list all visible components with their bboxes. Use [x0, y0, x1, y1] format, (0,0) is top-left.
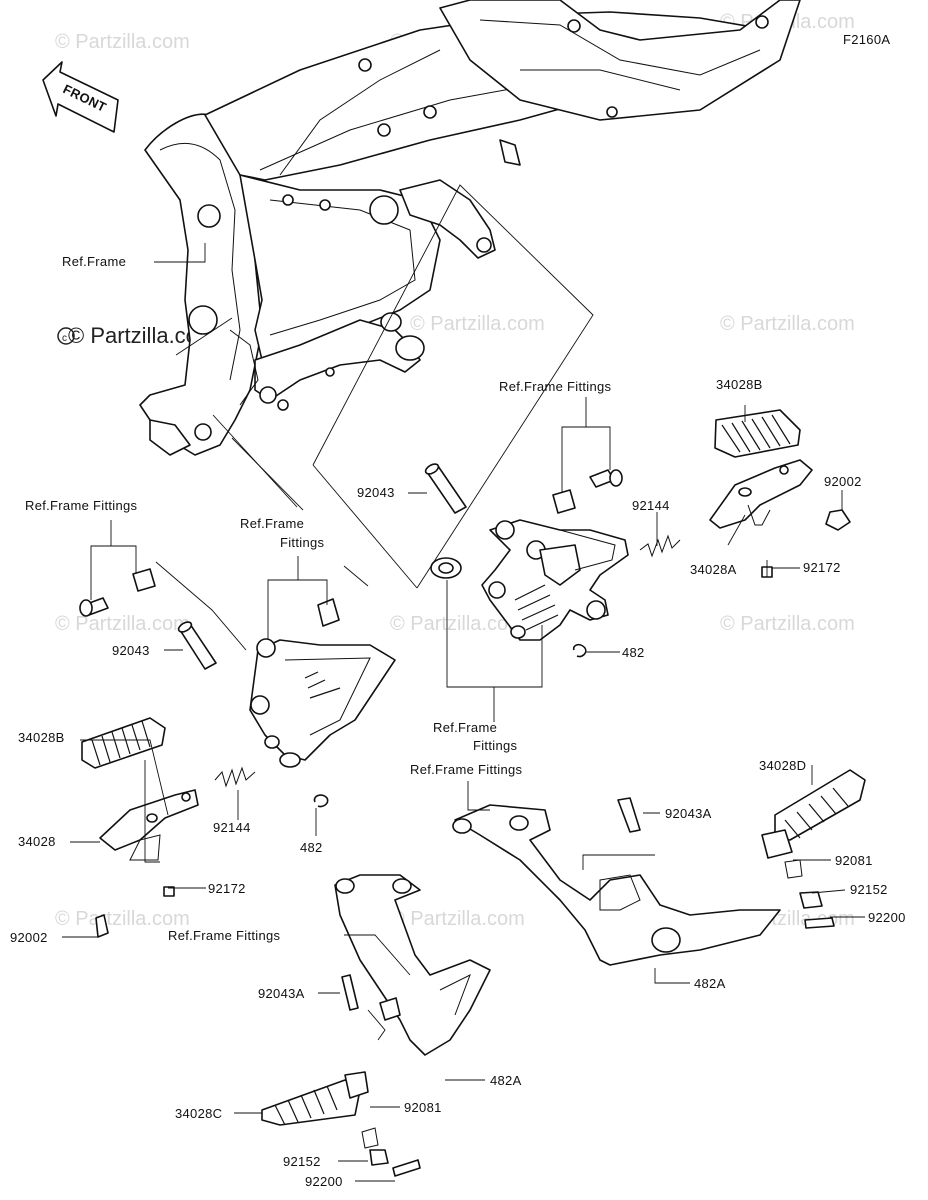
watermark: © Partzilla.com	[390, 908, 525, 930]
label-92144: 92144	[632, 498, 670, 513]
watermark: © Partzilla.com	[720, 613, 855, 635]
label-ref-frame-fittings: Ref.Frame Fittings	[25, 498, 138, 513]
label-482A: 482A	[694, 976, 726, 991]
label-fittings: Fittings	[280, 535, 325, 550]
label-92002: 92002	[10, 930, 48, 945]
right-footpeg-upper	[709, 409, 851, 578]
svg-text:c: c	[62, 333, 67, 344]
label-34028A: 34028A	[690, 562, 737, 577]
connector-lines	[155, 184, 594, 651]
label-34028B: 34028B	[18, 730, 65, 745]
label-92081: 92081	[835, 853, 873, 868]
right-rear-footpeg	[761, 769, 866, 929]
label-92043: 92043	[112, 643, 150, 658]
label-34028D: 34028D	[759, 758, 806, 773]
watermark: © Partzilla.com	[390, 613, 525, 635]
label-482A: 482A	[490, 1073, 522, 1088]
left-step-bracket	[79, 568, 396, 808]
watermark: © Partzilla.com	[55, 908, 190, 930]
diagram-code: F2160A	[843, 32, 890, 47]
watermark: © Partzilla.com	[55, 31, 190, 53]
watermark: © Partzilla.com	[55, 613, 190, 635]
left-rear-footpeg	[261, 1071, 421, 1177]
leader-lines	[62, 243, 865, 1182]
label-92172: 92172	[208, 881, 246, 896]
front-arrow-icon: FRONT	[42, 61, 119, 133]
label-ref-frame: Ref.Frame	[433, 720, 497, 735]
left-rear-bracket	[334, 874, 491, 1056]
watermark: © Partzilla.com	[720, 313, 855, 335]
label-ref-frame-fittings: Ref.Frame Fittings	[410, 762, 523, 777]
frame	[139, 0, 801, 456]
right-step-bracket	[424, 463, 681, 658]
label-482: 482	[622, 645, 645, 660]
label-92172: 92172	[803, 560, 841, 575]
label-ref-frame-fittings: Ref.Frame Fittings	[168, 928, 281, 943]
label-34028B: 34028B	[716, 377, 763, 392]
label-482: 482	[300, 840, 323, 855]
label-92200: 92200	[305, 1174, 343, 1189]
left-footpeg	[81, 717, 199, 938]
watermarks: © Partzilla.com © Partzilla.com © Partzi…	[55, 11, 855, 930]
label-92152: 92152	[850, 882, 888, 897]
part-labels: Ref.Frame Ref.Frame Fittings 92043 34028…	[10, 254, 906, 1189]
label-ref-frame: Ref.Frame	[240, 516, 304, 531]
right-rear-bracket	[452, 797, 781, 966]
label-92043A: 92043A	[665, 806, 712, 821]
label-ref-frame: Ref.Frame	[62, 254, 126, 269]
label-92144: 92144	[213, 820, 251, 835]
watermark: © Partzilla.com	[410, 313, 545, 335]
label-ref-frame-fittings: Ref.Frame Fittings	[499, 379, 612, 394]
label-92152: 92152	[283, 1154, 321, 1169]
label-92081: 92081	[404, 1100, 442, 1115]
label-92043A: 92043A	[258, 986, 305, 1001]
label-fittings: Fittings	[473, 738, 518, 753]
label-34028: 34028	[18, 834, 56, 849]
label-92200: 92200	[868, 910, 906, 925]
label-34028C: 34028C	[175, 1106, 222, 1121]
label-92002: 92002	[824, 474, 862, 489]
label-92043: 92043	[357, 485, 395, 500]
